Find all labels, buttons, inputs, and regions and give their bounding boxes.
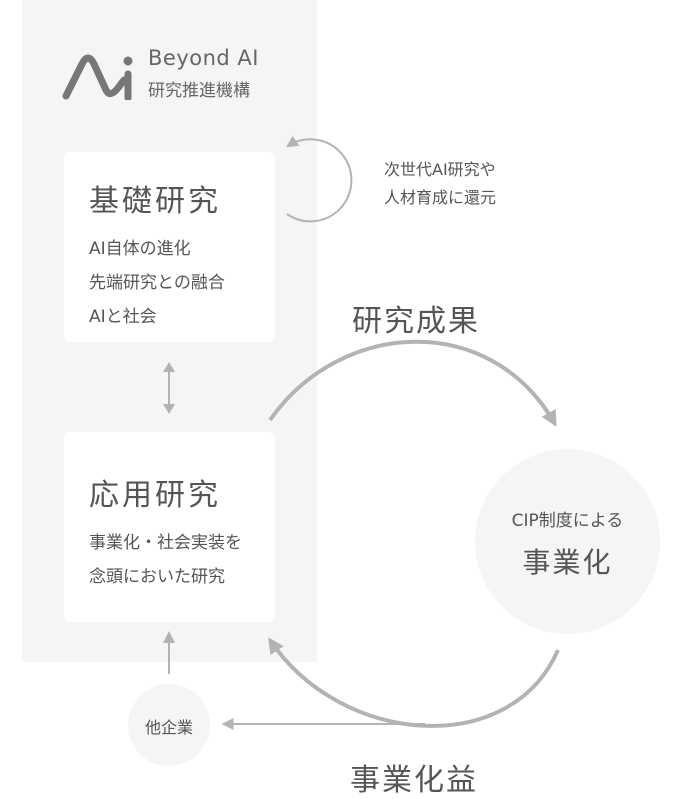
applied-research-line: 事業化・社会実装を xyxy=(89,533,242,553)
basic-research-card: 基礎研究 AI自体の進化 先端研究との融合 AIと社会 xyxy=(64,152,275,342)
applied-research-card: 応用研究 事業化・社会実装を 念頭においた研究 xyxy=(64,432,275,622)
logo-name-en: Beyond AI xyxy=(148,46,259,70)
research-results-label: 研究成果 xyxy=(352,304,480,339)
other-companies-label: 他企業 xyxy=(144,718,193,737)
applied-research-line: 念頭においた研究 xyxy=(89,567,225,587)
two-way-arrow-head-up xyxy=(163,362,175,372)
other-companies-up-arrow-head xyxy=(163,631,175,643)
basic-research-line: 先端研究との融合 xyxy=(89,273,225,293)
feedback-line: 人材育成に還元 xyxy=(384,188,497,207)
commercialization-sub: CIP制度による xyxy=(511,511,624,531)
basic-research-line: AIと社会 xyxy=(89,307,157,327)
business-profit-arrow xyxy=(268,637,560,728)
feedback-loop-arrow xyxy=(285,135,353,223)
feedback-label: 次世代AI研究や 人材育成に還元 xyxy=(384,156,496,212)
two-way-arrow-head-down xyxy=(163,404,175,414)
basic-research-title: 基礎研究 xyxy=(89,184,221,219)
basic-research-line: AI自体の進化 xyxy=(89,239,191,259)
ai-logo-icon xyxy=(62,54,133,100)
applied-research-title: 応用研究 xyxy=(89,478,221,513)
feedback-line: 次世代AI研究や xyxy=(384,160,496,179)
commercialization-main: 事業化 xyxy=(522,546,613,579)
other-companies-circle: 他企業 xyxy=(128,684,210,766)
commercialization-circle: CIP制度による 事業化 xyxy=(475,449,660,634)
logo-name-ja: 研究推進機構 xyxy=(148,81,250,101)
research-results-arrow xyxy=(268,339,557,427)
logo: Beyond AI 研究推進機構 xyxy=(62,40,292,110)
